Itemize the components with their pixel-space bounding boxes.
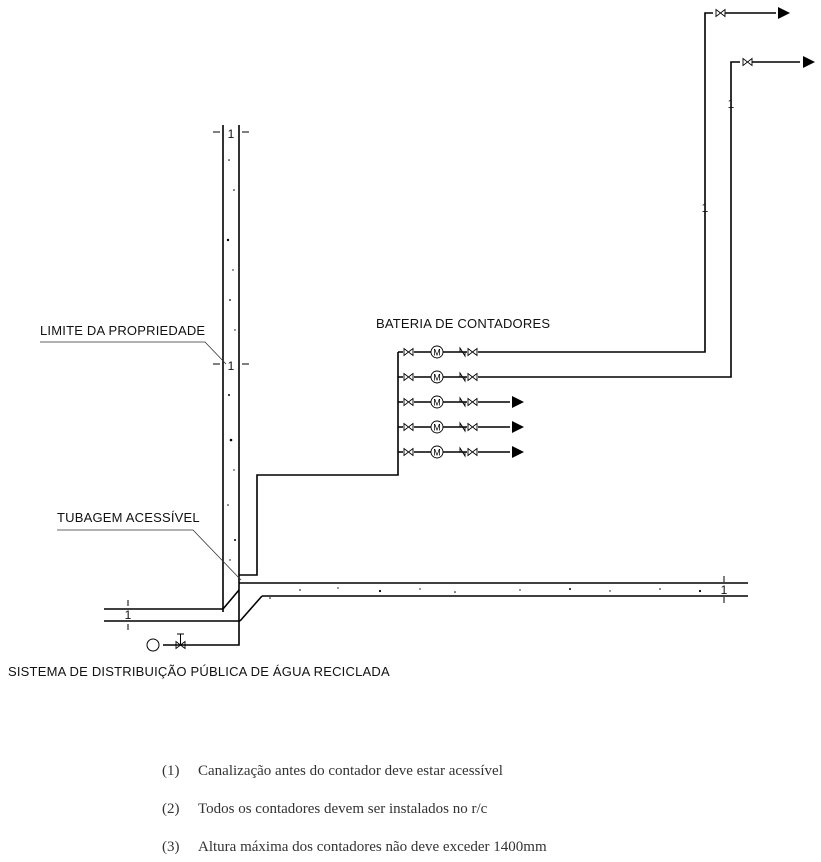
- meter-row: M: [398, 395, 524, 409]
- section-mark-label: 1: [125, 608, 132, 622]
- meter-symbol: M: [433, 423, 441, 433]
- note-text: Todos os contadores devem ser instalados…: [198, 801, 488, 817]
- meter-row: M: [398, 345, 480, 359]
- note-text: Canalização antes do contador deve estar…: [198, 763, 503, 779]
- ground-slab: 1: [239, 576, 748, 603]
- label-property-limit: LIMITE DA PROPRIEDADE: [40, 323, 205, 338]
- section-mark-label: 1: [228, 127, 235, 141]
- section-mark-label: 1: [728, 97, 735, 111]
- note-number: (2): [162, 801, 180, 817]
- meter-row: M: [398, 445, 524, 459]
- label-meter-bank: BATERIA DE CONTADORES: [376, 316, 550, 331]
- property-wall: [222, 125, 240, 612]
- section-mark-label: 1: [228, 359, 235, 373]
- leader-property-limit: [40, 341, 227, 365]
- leader-accessible-pipe: [57, 529, 242, 581]
- label-public-system: SISTEMA DE DISTRIBUIÇÃO PÚBLICA DE ÁGUA …: [8, 664, 390, 679]
- meter-symbol: M: [433, 348, 441, 358]
- service-pipe: [163, 352, 399, 646]
- section-mark-wall-top: 1: [213, 127, 249, 141]
- note-3: (3) Altura máxima dos contadores não deve…: [162, 839, 547, 856]
- section-mark-label: 1: [702, 201, 709, 215]
- meter-bank: M M M M M: [398, 345, 524, 459]
- riser-pipes: 1 1: [480, 7, 815, 378]
- note-2: (2) Todos os contadores devem ser instala…: [162, 801, 487, 818]
- note-number: (1): [162, 763, 180, 779]
- label-accessible-pipe: TUBAGEM ACESSÍVEL: [57, 510, 200, 525]
- meter-symbol: M: [433, 398, 441, 408]
- note-1: (1) Canalização antes do contador deve es…: [162, 763, 503, 780]
- note-text: Altura máxima dos contadores não deve ex…: [198, 839, 547, 855]
- note-number: (3): [162, 839, 180, 855]
- section-mark-wall-mid: 1: [213, 359, 249, 373]
- meter-row: M: [398, 420, 524, 434]
- meter-symbol: M: [433, 373, 441, 383]
- public-connection: [146, 633, 186, 652]
- meter-symbol: M: [433, 448, 441, 458]
- section-mark-label: 1: [721, 583, 728, 597]
- meter-row: M: [398, 370, 480, 384]
- outside-ground: 1: [104, 589, 263, 630]
